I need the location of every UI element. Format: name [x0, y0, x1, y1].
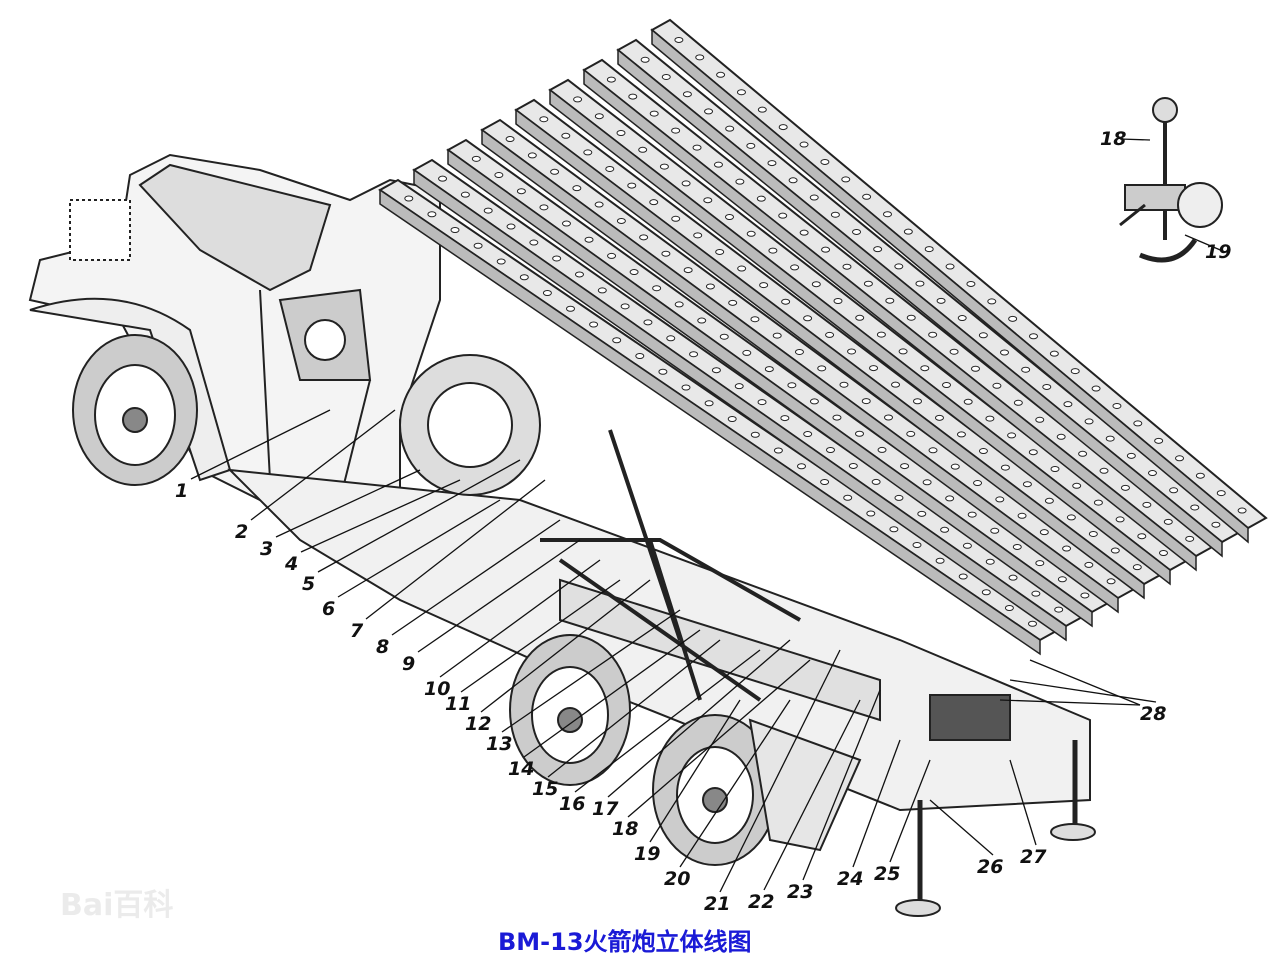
callout-leader-line	[190, 409, 331, 480]
callout-leader-line	[480, 579, 651, 713]
callout-label-12: 12	[465, 713, 491, 735]
callout-label-25: 25	[874, 863, 900, 885]
callout-leader-line	[802, 689, 881, 881]
callout-leader-line	[649, 699, 741, 843]
callout-label-10: 10	[424, 678, 450, 700]
callout-leader-line	[679, 699, 791, 868]
callout-leader-line	[999, 699, 1141, 706]
callout-leader-line	[929, 799, 994, 856]
callout-leader-line	[889, 759, 931, 863]
callout-leader-line	[523, 629, 701, 758]
callout-leader-line	[501, 609, 681, 733]
rail	[480, 118, 1138, 614]
inset-leader-line	[1119, 138, 1151, 141]
inset-callout-label-19: 19	[1205, 241, 1231, 263]
rail	[378, 178, 1060, 656]
callout-leader-line	[250, 409, 396, 521]
callout-label-19: 19	[634, 843, 660, 865]
callout-leader-line	[317, 459, 521, 573]
callout-label-6: 6	[322, 598, 335, 620]
callout-label-16: 16	[559, 793, 585, 815]
callout-leader-line	[1009, 679, 1157, 703]
callout-label-2: 2	[235, 521, 248, 543]
callout-label-13: 13	[486, 733, 512, 755]
callout-label-15: 15	[532, 778, 558, 800]
callout-leader-line	[763, 699, 861, 891]
launch-rails	[378, 18, 1268, 656]
callout-leader-line	[365, 479, 546, 620]
callout-label-28: 28	[1140, 703, 1166, 725]
callout-label-17: 17	[592, 798, 619, 820]
rail	[548, 78, 1190, 586]
callout-label-18: 18	[612, 818, 638, 840]
callout-label-5: 5	[302, 573, 315, 595]
callout-label-8: 8	[376, 636, 389, 658]
callout-leader-line	[627, 659, 811, 818]
callout-leader-line	[852, 739, 901, 868]
callout-label-1: 1	[175, 480, 188, 502]
callout-label-11: 11	[445, 693, 471, 715]
callout-label-7: 7	[350, 620, 364, 642]
callout-label-9: 9	[402, 653, 415, 675]
callout-label-14: 14	[508, 758, 534, 780]
callout-label-20: 20	[664, 868, 690, 890]
callout-leader-line	[439, 559, 601, 678]
sight-inset-drawing	[1119, 97, 1223, 263]
figure-caption: BM-13火箭炮立体线图	[498, 928, 752, 956]
inset-callout-label-18: 18	[1100, 128, 1126, 150]
inset-leader-line	[1184, 234, 1226, 253]
callout-leader-line	[275, 469, 421, 538]
callout-label-23: 23	[787, 881, 813, 903]
callout-label-22: 22	[748, 891, 774, 913]
callout-leaders	[190, 138, 1226, 893]
callout-label-24: 24	[837, 868, 863, 890]
callout-leader-line	[719, 649, 841, 893]
callout-leader-line	[417, 539, 581, 653]
truck-body	[28, 153, 1096, 917]
callout-label-26: 26	[977, 856, 1003, 878]
callout-leader-line	[607, 639, 791, 798]
callout-label-4: 4	[284, 553, 298, 575]
callout-leader-line	[300, 479, 461, 553]
callout-label-3: 3	[260, 538, 273, 560]
callout-label-21: 21	[704, 893, 730, 915]
callout-leader-line	[1009, 759, 1037, 846]
rail	[514, 98, 1164, 600]
baidu-watermark: Bai百科	[60, 888, 174, 923]
rail	[616, 38, 1242, 558]
callout-leader-line	[1029, 659, 1141, 706]
callout-leader-line	[337, 499, 501, 598]
callout-leader-line	[391, 519, 561, 636]
callout-leader-line	[574, 649, 761, 793]
callout-leader-line	[547, 639, 721, 778]
callout-label-27: 27	[1020, 846, 1047, 868]
callout-leader-line	[460, 579, 621, 693]
rail	[650, 18, 1268, 544]
